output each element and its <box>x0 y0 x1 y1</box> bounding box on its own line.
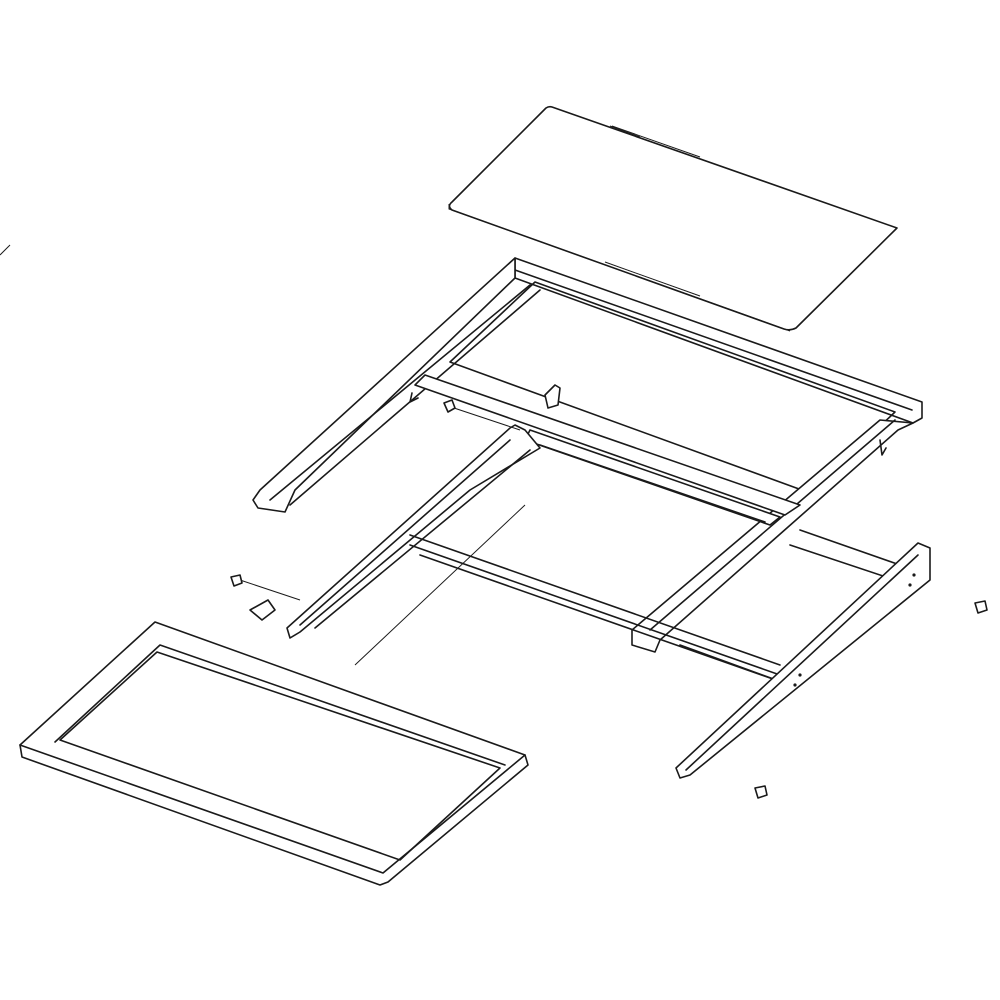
screw-icon <box>443 399 456 413</box>
screw-icon <box>754 785 768 799</box>
guide-line <box>354 504 526 666</box>
guide-line <box>444 404 521 431</box>
screw-icon <box>230 574 243 587</box>
guide-line <box>604 261 701 297</box>
glass-panel-top <box>448 105 898 332</box>
screw-icon <box>974 600 988 614</box>
guide-line <box>239 579 301 601</box>
shelf-tray-lower <box>19 621 529 886</box>
bracket-right <box>675 542 931 779</box>
guide-line <box>611 125 701 158</box>
clip-icon <box>249 599 276 621</box>
lower-rails <box>409 529 901 686</box>
clip-icon <box>544 384 561 409</box>
support-rail-left <box>286 424 541 639</box>
guide-line <box>0 244 11 256</box>
shelf-frame <box>252 257 923 653</box>
